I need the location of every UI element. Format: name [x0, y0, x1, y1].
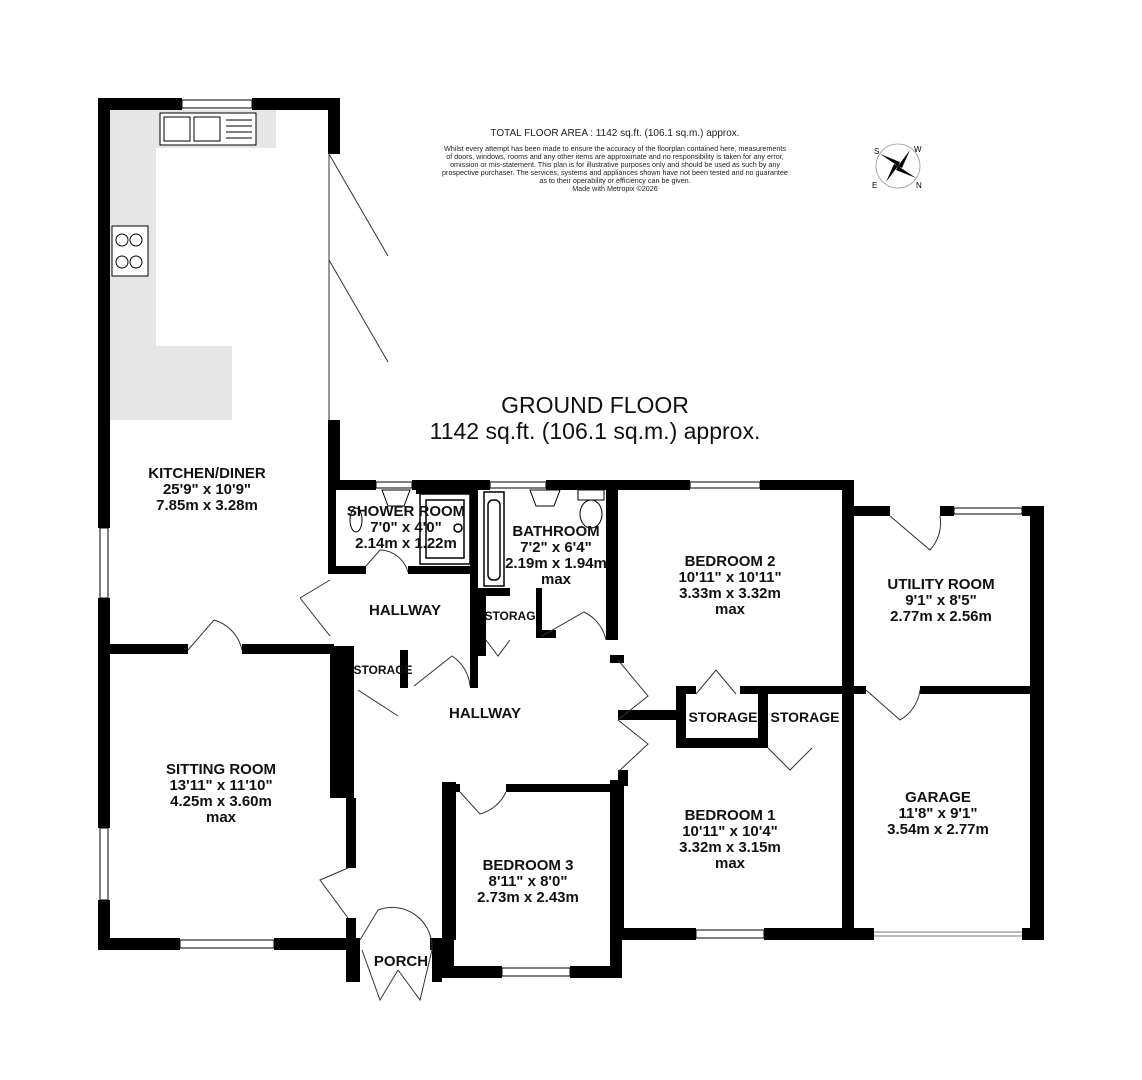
shower-tray-icon [419, 493, 471, 565]
door-swings [187, 515, 942, 1002]
room-metric: 4.25m x 3.60m [170, 793, 272, 810]
room-label-shower: SHOWER ROOM 7'0" x 4'0" 2.14m x 1.22m [336, 504, 476, 552]
room-metric: 3.32m x 3.15m [679, 839, 781, 856]
disclaimer-line: prospective purchaser. The services, sys… [442, 168, 788, 177]
room-metric: 2.77m x 2.56m [890, 608, 992, 625]
room-label-bathroom: BATHROOM 7'2" x 6'4" 2.19m x 1.94m max [486, 524, 626, 588]
room-imperial: 7'0" x 4'0" [370, 519, 442, 536]
disclaimer-line: as to their operability or efficiency ca… [539, 176, 691, 185]
room-imperial: 25'9" x 10'9" [162, 481, 252, 498]
room-label-storage-mid-1: STORAGE [678, 709, 768, 725]
room-metric: 3.54m x 2.77m [887, 821, 989, 838]
floor-title: GROUND FLOOR 1142 sq.ft. (106.1 sq.m.) a… [380, 392, 810, 444]
room-metric: 2.73m x 2.43m [477, 889, 579, 906]
room-label-garage: GARAGE 11'8" x 9'1" 3.54m x 2.77m [868, 790, 1008, 838]
room-name: BATHROOM [512, 523, 600, 540]
kitchen-sink-icon [159, 112, 257, 146]
room-metric: 2.14m x 1.22m [355, 535, 457, 552]
disclaimer-line: of doors, windows, rooms and any other i… [446, 152, 784, 161]
room-label-hallway-upper: HALLWAY [350, 603, 460, 619]
room-name: HALLWAY [449, 705, 521, 722]
room-name: SHOWER ROOM [346, 503, 466, 520]
compass-n: N [916, 181, 922, 190]
room-label-hallway: HALLWAY [430, 706, 540, 722]
floor-area: 1142 sq.ft. (106.1 sq.m.) approx. [429, 418, 761, 444]
compass-e: E [872, 181, 877, 190]
room-imperial: 11'8" x 9'1" [898, 805, 978, 822]
compass-w: W [914, 145, 922, 154]
room-metric: 2.19m x 1.94m [505, 555, 607, 572]
room-note: max [540, 571, 572, 588]
room-name: GARAGE [905, 789, 971, 806]
floor-name: GROUND FLOOR [501, 392, 689, 418]
room-label-bedroom-1: BEDROOM 1 10'11" x 10'4" 3.32m x 3.15m m… [650, 808, 810, 872]
room-label-storage-left: STORAGE [350, 662, 416, 678]
room-note: max [714, 601, 746, 618]
bifold-doors [328, 153, 389, 420]
compass-s: S [874, 147, 879, 156]
made-with-credit: Made with Metropix ©2026 [572, 184, 658, 193]
room-name: KITCHEN/DINER [148, 465, 266, 482]
room-name: BEDROOM 3 [482, 857, 574, 874]
walls [98, 98, 1044, 982]
toilet-icon [349, 489, 605, 533]
room-name: UTILITY ROOM [887, 576, 995, 593]
room-name: STORAG [484, 609, 536, 623]
windows [99, 99, 1023, 977]
room-metric: 3.33m x 3.32m [679, 585, 781, 602]
room-note: max [714, 855, 746, 872]
room-label-kitchen: KITCHEN/DINER 25'9" x 10'9" 7.85m x 3.28… [132, 466, 282, 514]
room-note: max [205, 809, 237, 826]
room-name: BEDROOM 2 [684, 553, 776, 570]
disclaimer-line: Whilst every attempt has been made to en… [444, 144, 786, 153]
room-metric: 7.85m x 3.28m [156, 497, 258, 514]
room-name: BEDROOM 1 [684, 807, 776, 824]
room-name: SITTING ROOM [166, 761, 276, 778]
disclaimer: TOTAL FLOOR AREA : 1142 sq.ft. (106.1 sq… [400, 128, 830, 193]
room-imperial: 7'2" x 6'4" [520, 539, 592, 556]
room-imperial: 8'11" x 8'0" [488, 873, 568, 890]
disclaimer-line: omission or mis-statement. This plan is … [450, 160, 780, 169]
room-label-porch: PORCH [362, 954, 440, 970]
compass-icon: S W N E [872, 143, 922, 190]
room-label-utility: UTILITY ROOM 9'1" x 8'5" 2.77m x 2.56m [866, 577, 1016, 625]
bath-icon [483, 491, 505, 587]
room-imperial: 9'1" x 8'5" [905, 592, 977, 609]
room-imperial: 10'11" x 10'4" [682, 823, 778, 840]
room-name: STORAGE [688, 709, 758, 725]
room-name: STORAGE [353, 663, 413, 677]
room-label-bedroom-2: BEDROOM 2 10'11" x 10'11" 3.33m x 3.32m … [650, 554, 810, 618]
room-label-sitting: SITTING ROOM 13'11" x 11'10" 4.25m x 3.6… [146, 762, 296, 826]
total-floor-area: TOTAL FLOOR AREA : 1142 sq.ft. (106.1 sq… [490, 128, 740, 139]
hob-icon [111, 225, 149, 277]
room-name: HALLWAY [369, 602, 441, 619]
room-imperial: 10'11" x 10'11" [678, 569, 782, 586]
room-label-bedroom-3: BEDROOM 3 8'11" x 8'0" 2.73m x 2.43m [458, 858, 598, 906]
room-imperial: 13'11" x 11'10" [169, 777, 273, 794]
room-name: STORAGE [770, 709, 840, 725]
room-label-storage-small: STORAG [484, 608, 536, 624]
basin-icon [381, 489, 561, 507]
room-name: PORCH [373, 953, 429, 970]
room-label-storage-mid-2: STORAGE [760, 709, 850, 725]
